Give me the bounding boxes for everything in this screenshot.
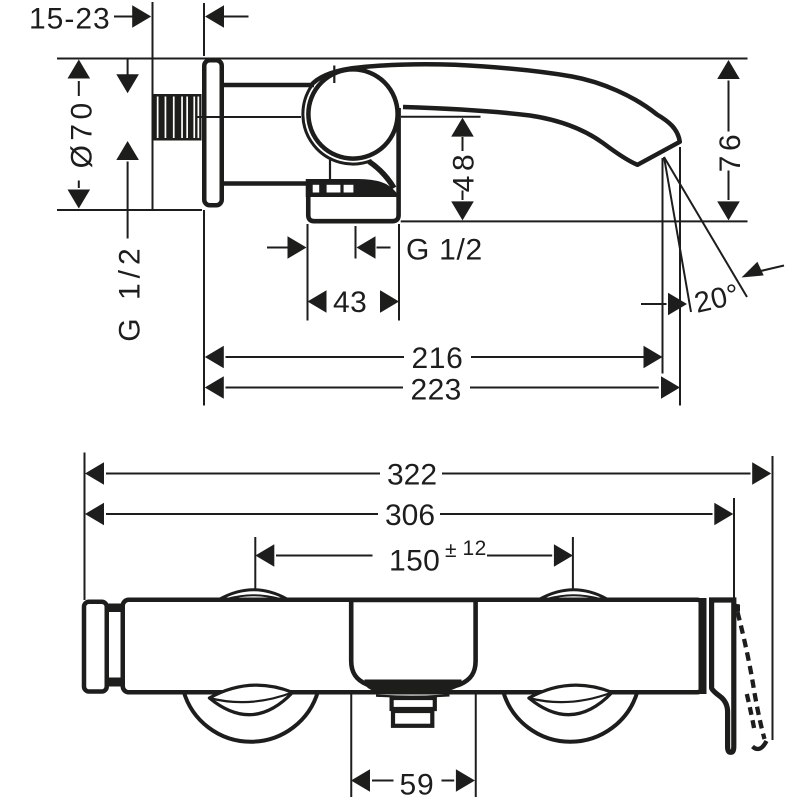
svg-text:59: 59	[400, 769, 435, 800]
svg-text:G 1/2: G 1/2	[114, 243, 147, 341]
svg-text:G 1/2: G 1/2	[406, 234, 483, 267]
svg-text:43: 43	[333, 286, 367, 319]
svg-text:216: 216	[412, 342, 464, 375]
svg-text:322: 322	[387, 459, 437, 492]
svg-text:Ø70: Ø70	[65, 98, 98, 168]
svg-text:306: 306	[385, 499, 435, 532]
svg-text:12: 12	[463, 537, 487, 560]
svg-text:76: 76	[714, 130, 747, 172]
svg-text:223: 223	[411, 374, 462, 407]
svg-text:48: 48	[448, 150, 481, 192]
svg-text:15-23: 15-23	[29, 3, 111, 36]
svg-text:±: ±	[445, 539, 457, 562]
svg-text:150: 150	[389, 545, 440, 578]
